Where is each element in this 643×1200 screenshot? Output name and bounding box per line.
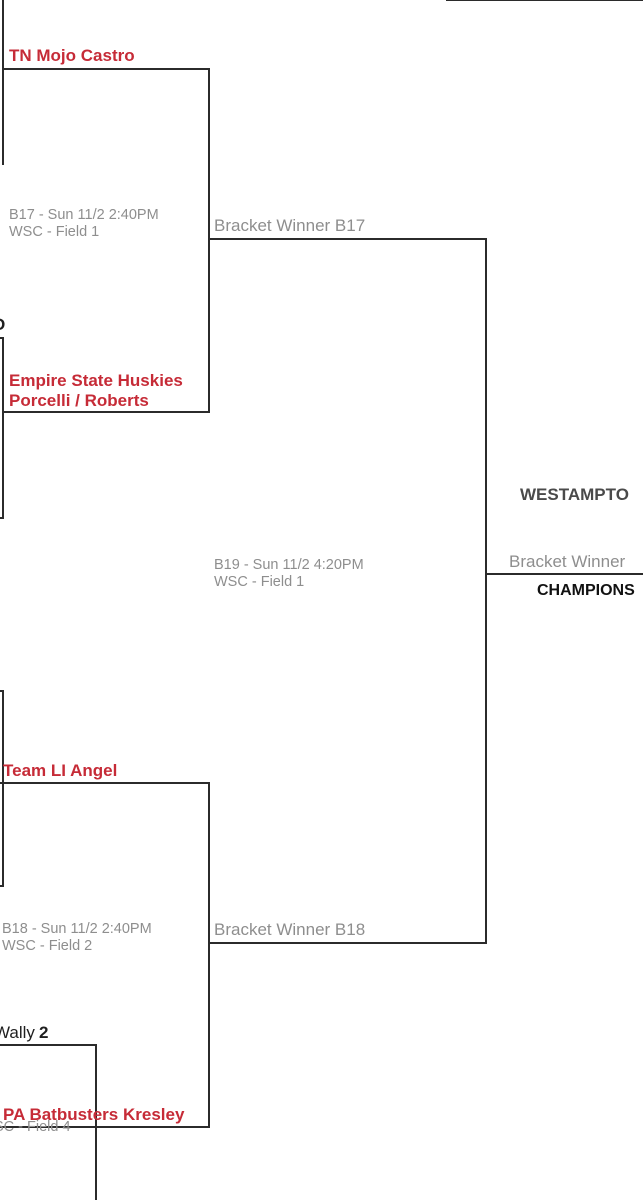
- b18-connector: [208, 782, 210, 1128]
- b17-game-field: WSC - Field 1: [9, 223, 100, 240]
- b17-game-time: B17 - Sun 11/2 2:40PM: [9, 207, 159, 223]
- b18-game-info: B18 - Sun 11/2 2:40PM WSC - Field 2: [2, 921, 152, 954]
- left-partial-line-1: [2, 0, 4, 165]
- b17-team-bottom[interactable]: Empire State Huskies Porcelli / Roberts: [9, 371, 183, 410]
- partial-team-name: Wally: [0, 1023, 35, 1042]
- left-partial-line-3-top: [0, 690, 4, 692]
- b19-top-line: [208, 238, 487, 240]
- final-winner-label: Bracket Winner: [509, 552, 626, 571]
- b19-game-time: B19 - Sun 11/2 4:20PM: [214, 557, 364, 573]
- b17-winner-label: Bracket Winner B17: [214, 216, 366, 235]
- b17-bottom-team-line: [4, 411, 210, 413]
- b18-game-field: WSC - Field 2: [2, 937, 93, 954]
- partial-left-label: D: [0, 315, 5, 335]
- b18-team-bottom[interactable]: PA Batbusters Kresley: [3, 1105, 185, 1124]
- b17-game-info: B17 - Sun 11/2 2:40PM WSC - Field 1: [9, 207, 159, 240]
- b17-team-top[interactable]: TN Mojo Castro: [9, 46, 135, 65]
- partial-team-score: 2: [38, 1023, 49, 1042]
- b18-team-top[interactable]: Team LI Angel: [3, 761, 118, 780]
- left-partial-line-3-bottom: [0, 885, 4, 887]
- left-partial-line-2: [2, 337, 4, 519]
- b18-bottom-team-line: [0, 1126, 210, 1128]
- final-line: [485, 573, 643, 575]
- b18-game-time: B18 - Sun 11/2 2:40PM: [2, 921, 152, 937]
- final-subtitle: CHAMPIONS: [537, 582, 635, 599]
- b18-top-team-line: [0, 782, 210, 784]
- b19-connector: [485, 238, 487, 944]
- left-partial-line-3: [2, 690, 4, 887]
- b19-game-field: WSC - Field 1: [214, 573, 305, 590]
- b17-connector: [208, 68, 210, 413]
- partial-field: SC - Field 4: [0, 1119, 71, 1135]
- b18-winner-label: Bracket Winner B18: [214, 920, 366, 939]
- b19-bottom-line: [208, 942, 487, 944]
- partial-team-line: [0, 1044, 97, 1046]
- left-partial-line-2-bottom: [0, 517, 4, 519]
- left-partial-line-2-top: [0, 337, 4, 339]
- b17-top-team-line: [4, 68, 210, 70]
- top-right-line: [446, 0, 643, 1]
- b19-game-info: B19 - Sun 11/2 4:20PM WSC - Field 1: [214, 557, 364, 590]
- partial-connector: [95, 1044, 97, 1200]
- final-title: WESTAMPTO: [520, 485, 629, 504]
